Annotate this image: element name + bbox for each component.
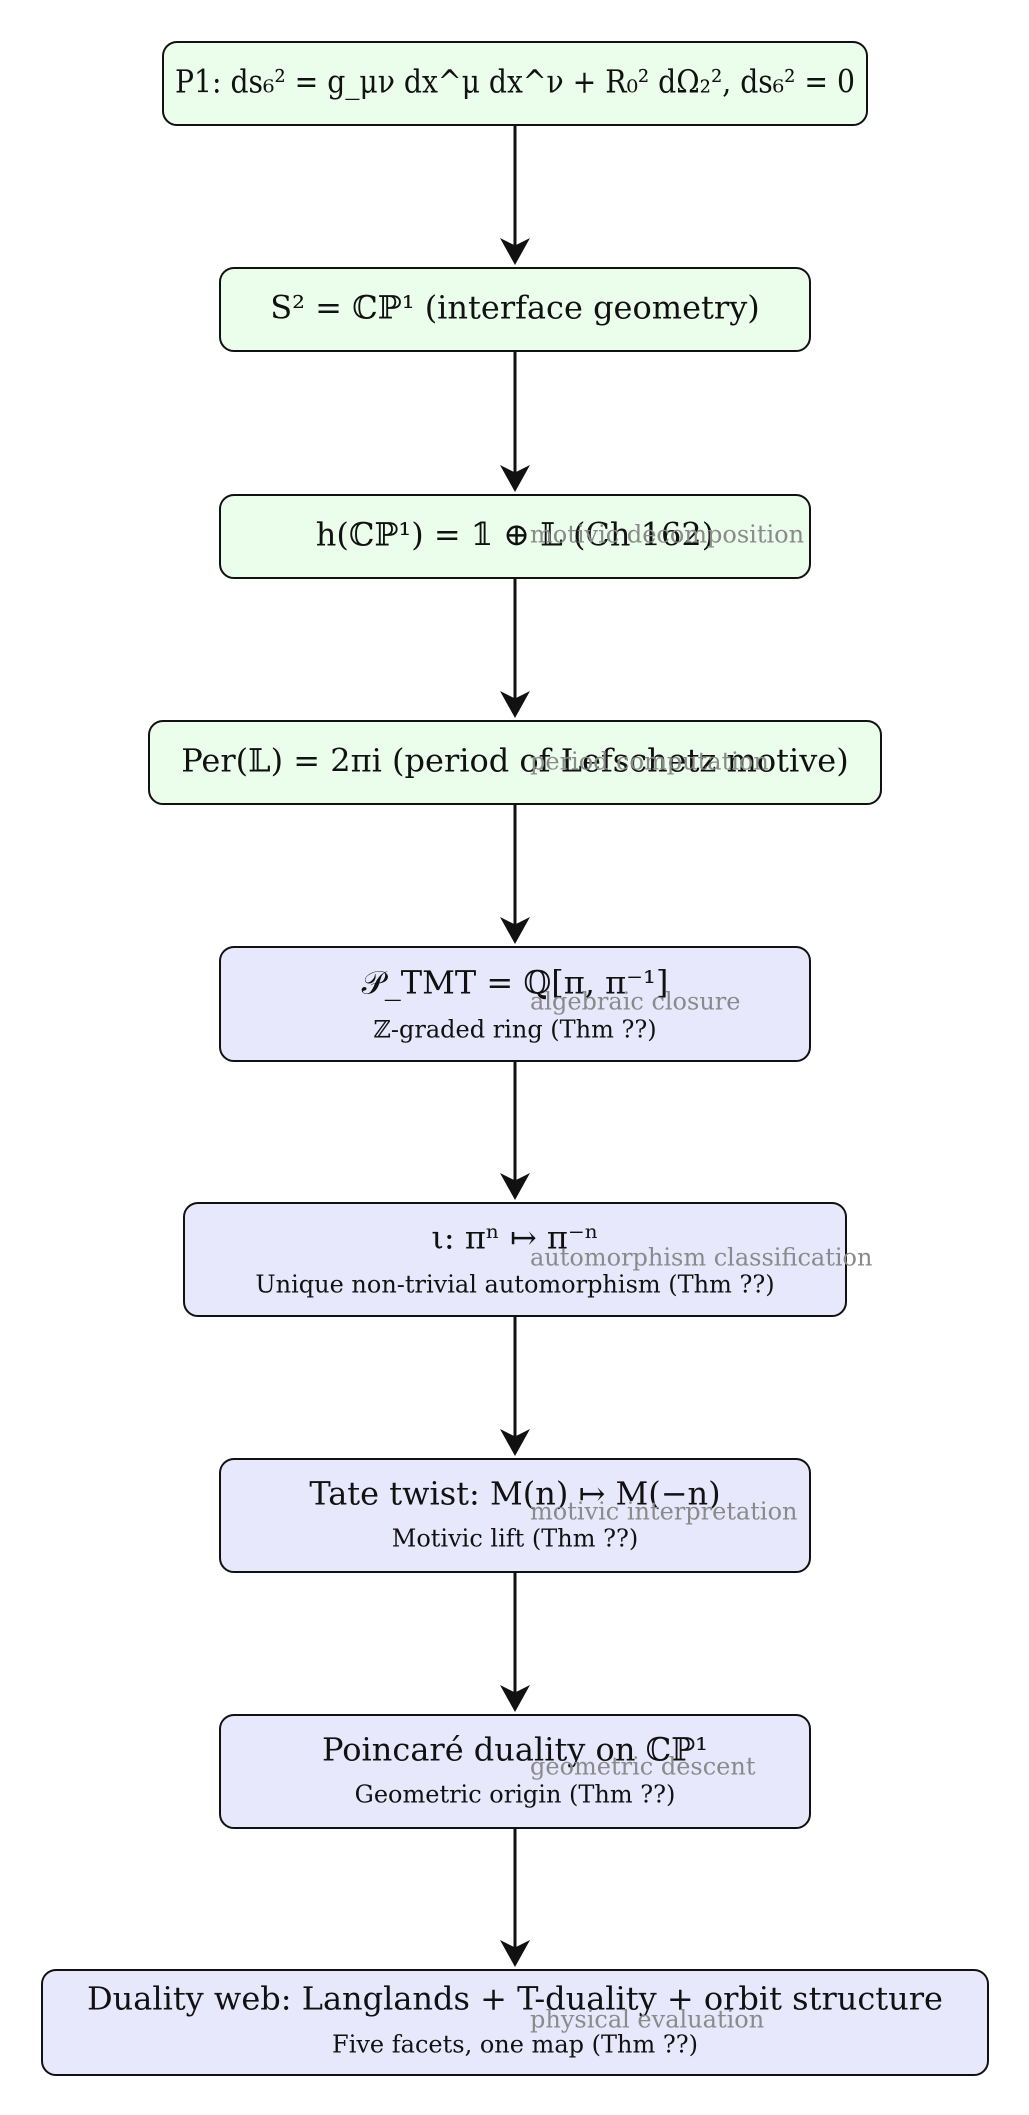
node-tate-twist: Tate twist: M(n) ↦ M(−n) Motivic lift (T… [219, 1458, 811, 1573]
edge-label-period-computation: period computation [530, 748, 769, 776]
node-poincare-duality-title: Poincaré duality on ℂℙ¹ [322, 1731, 708, 1769]
node-tmt-ring-box [219, 946, 811, 1062]
edge-label-algebraic-closure: algebraic closure [530, 988, 740, 1016]
edge-label-motivic-interpretation: motivic interpretation [530, 1498, 798, 1526]
edge-labels: motivic decomposition period computation… [530, 521, 872, 2034]
node-poincare-duality-box [219, 1714, 811, 1829]
node-poincare-duality-subtitle: Geometric origin (Thm ??) [355, 1781, 676, 1809]
node-tate-twist-box [219, 1458, 811, 1573]
node-automorphism-title: ι: πⁿ ↦ π⁻ⁿ [431, 1219, 598, 1257]
node-lefschetz-period-title: Per(𝕃) = 2πi (period of Lefschetz motive… [181, 742, 848, 780]
node-interface-geometry: S² = ℂℙ¹ (interface geometry) [219, 267, 811, 352]
node-motivic-decomposition-title: h(ℂℙ¹) = 𝟙 ⊕ 𝕃 (Ch 162) [316, 516, 715, 554]
node-tmt-ring: 𝒫_TMT = ℚ[π, π⁻¹] ℤ-graded ring (Thm ??) [219, 946, 811, 1062]
node-automorphism: ι: πⁿ ↦ π⁻ⁿ Unique non-trivial automorph… [183, 1202, 847, 1317]
node-tmt-ring-title: 𝒫_TMT = ℚ[π, π⁻¹] [362, 964, 669, 1002]
node-automorphism-subtitle: Unique non-trivial automorphism (Thm ??) [255, 1271, 774, 1299]
edge-label-geometric-descent: geometric descent [530, 1753, 756, 1781]
edge-label-automorphism-classification: automorphism classification [530, 1244, 872, 1272]
edge-label-physical-evaluation: physical evaluation [530, 2006, 764, 2034]
node-lefschetz-period-box [148, 720, 882, 805]
node-interface-geometry-title: S² = ℂℙ¹ (interface geometry) [270, 289, 760, 327]
node-motivic-decomposition-box [219, 494, 811, 579]
node-p1-metric: P1: ds₆² = g_μν dx^μ dx^ν + R₀² dΩ₂², ds… [162, 41, 868, 126]
node-duality-web: Duality web: Langlands + T-duality + orb… [41, 1969, 989, 2076]
node-tate-twist-subtitle: Motivic lift (Thm ??) [392, 1525, 638, 1553]
node-interface-geometry-box [219, 267, 811, 352]
node-duality-web-subtitle: Five facets, one map (Thm ??) [332, 2031, 698, 2059]
node-motivic-decomposition: h(ℂℙ¹) = 𝟙 ⊕ 𝕃 (Ch 162) [219, 494, 811, 579]
node-duality-web-title: Duality web: Langlands + T-duality + orb… [87, 1980, 943, 2018]
node-duality-web-box [41, 1969, 989, 2076]
node-tate-twist-title: Tate twist: M(n) ↦ M(−n) [309, 1475, 720, 1513]
node-p1-metric-box [162, 41, 868, 126]
edge-label-motivic-decomposition: motivic decomposition [530, 521, 804, 549]
node-automorphism-box [183, 1202, 847, 1317]
node-lefschetz-period: Per(𝕃) = 2πi (period of Lefschetz motive… [148, 720, 882, 805]
node-tmt-ring-subtitle: ℤ-graded ring (Thm ??) [373, 1016, 656, 1044]
node-poincare-duality: Poincaré duality on ℂℙ¹ Geometric origin… [219, 1714, 811, 1829]
node-p1-metric-title: P1: ds₆² = g_μν dx^μ dx^ν + R₀² dΩ₂², ds… [175, 63, 855, 101]
